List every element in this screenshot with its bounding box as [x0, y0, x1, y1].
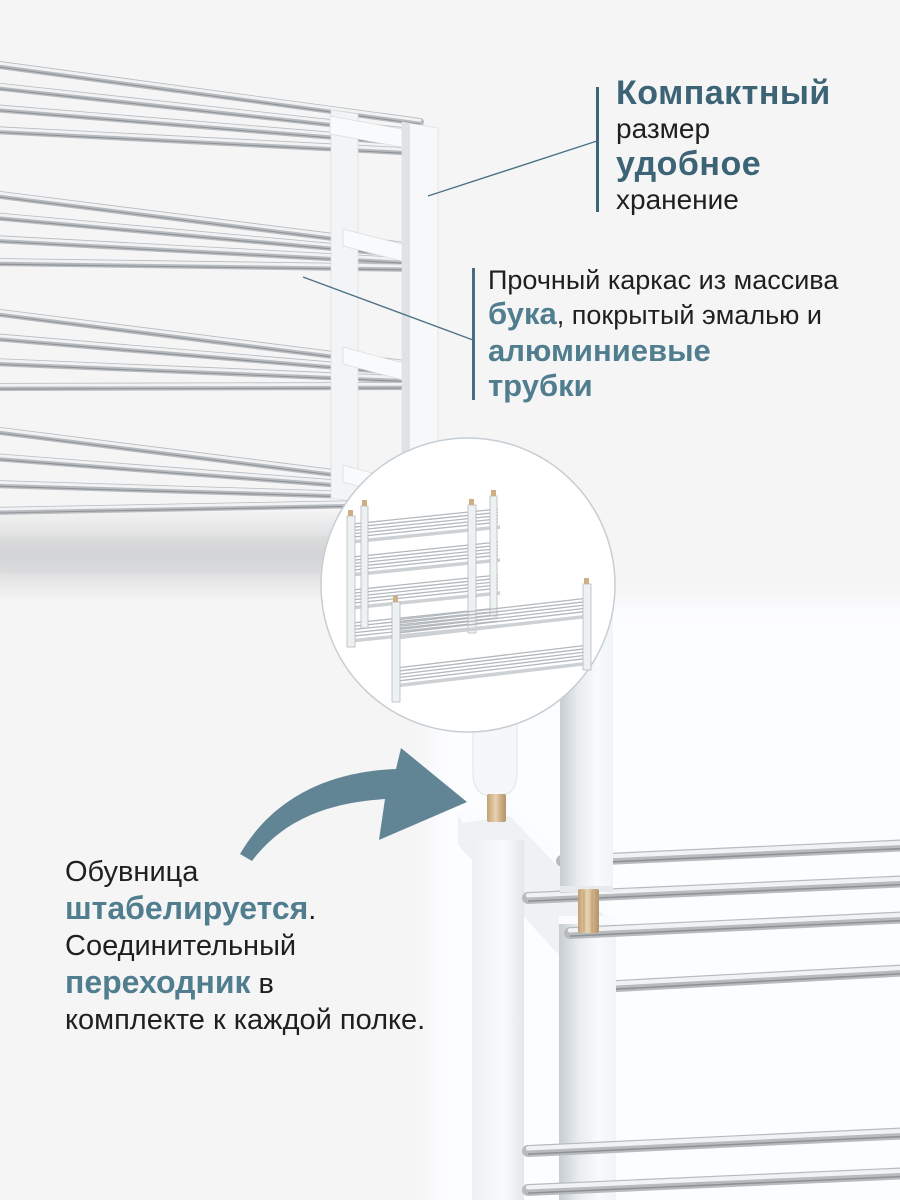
frame-bold-beech: бука	[488, 296, 557, 331]
stacking-text-1: Обувница	[65, 856, 199, 888]
lower-rack-rear-leg	[472, 840, 524, 1200]
callout-storage-title: удобное	[616, 145, 762, 183]
connector-photo	[430, 602, 900, 1200]
stacking-period: .	[308, 894, 317, 926]
frame-bold-aluminum: алюминиевые	[488, 333, 711, 368]
curved-arrow-icon	[240, 748, 467, 861]
stacking-bold-stackable: штабелируется	[65, 890, 309, 926]
callout-line-frame	[302, 276, 474, 341]
wooden-dowel-front	[578, 889, 599, 933]
callout-line-compact	[427, 140, 598, 197]
callout-bar-frame	[472, 268, 475, 400]
mini-rack-2-tier	[391, 578, 592, 703]
callout-compact-title: Компактный	[616, 74, 831, 112]
lower-rack-front-leg	[559, 916, 616, 1200]
aluminum-tubes-lower	[522, 1127, 900, 1196]
wooden-dowel-rear	[487, 794, 506, 822]
callout-frame-material: Прочный каркас из массива бука, покрытый…	[488, 264, 838, 403]
callout-compact-size: Компактный размер удобное хранение	[616, 74, 831, 216]
frame-text-1: Прочный каркас из массива	[488, 265, 839, 295]
aluminum-tube-back	[574, 964, 900, 994]
callout-compact-text: размер	[616, 113, 711, 144]
frame-text-2: , покрытый эмалью и	[556, 300, 822, 330]
aluminum-tube-front	[564, 911, 900, 939]
callout-stacking: Обувница штабелируется. Соединительный п…	[65, 854, 425, 1038]
callout-storage-text: хранение	[616, 184, 739, 215]
stacking-text-2: Соединительный	[65, 930, 297, 962]
frame-bold-tubes: трубки	[488, 368, 593, 403]
callout-bar-compact	[596, 87, 599, 212]
stacking-text-4: комплекте к каждой полке.	[65, 1004, 426, 1036]
aluminum-tubes-shelf	[522, 839, 900, 904]
stacking-bold-adapter: переходник	[65, 964, 251, 1000]
stacking-text-3: в	[250, 968, 274, 1000]
callout-lines	[302, 87, 599, 400]
